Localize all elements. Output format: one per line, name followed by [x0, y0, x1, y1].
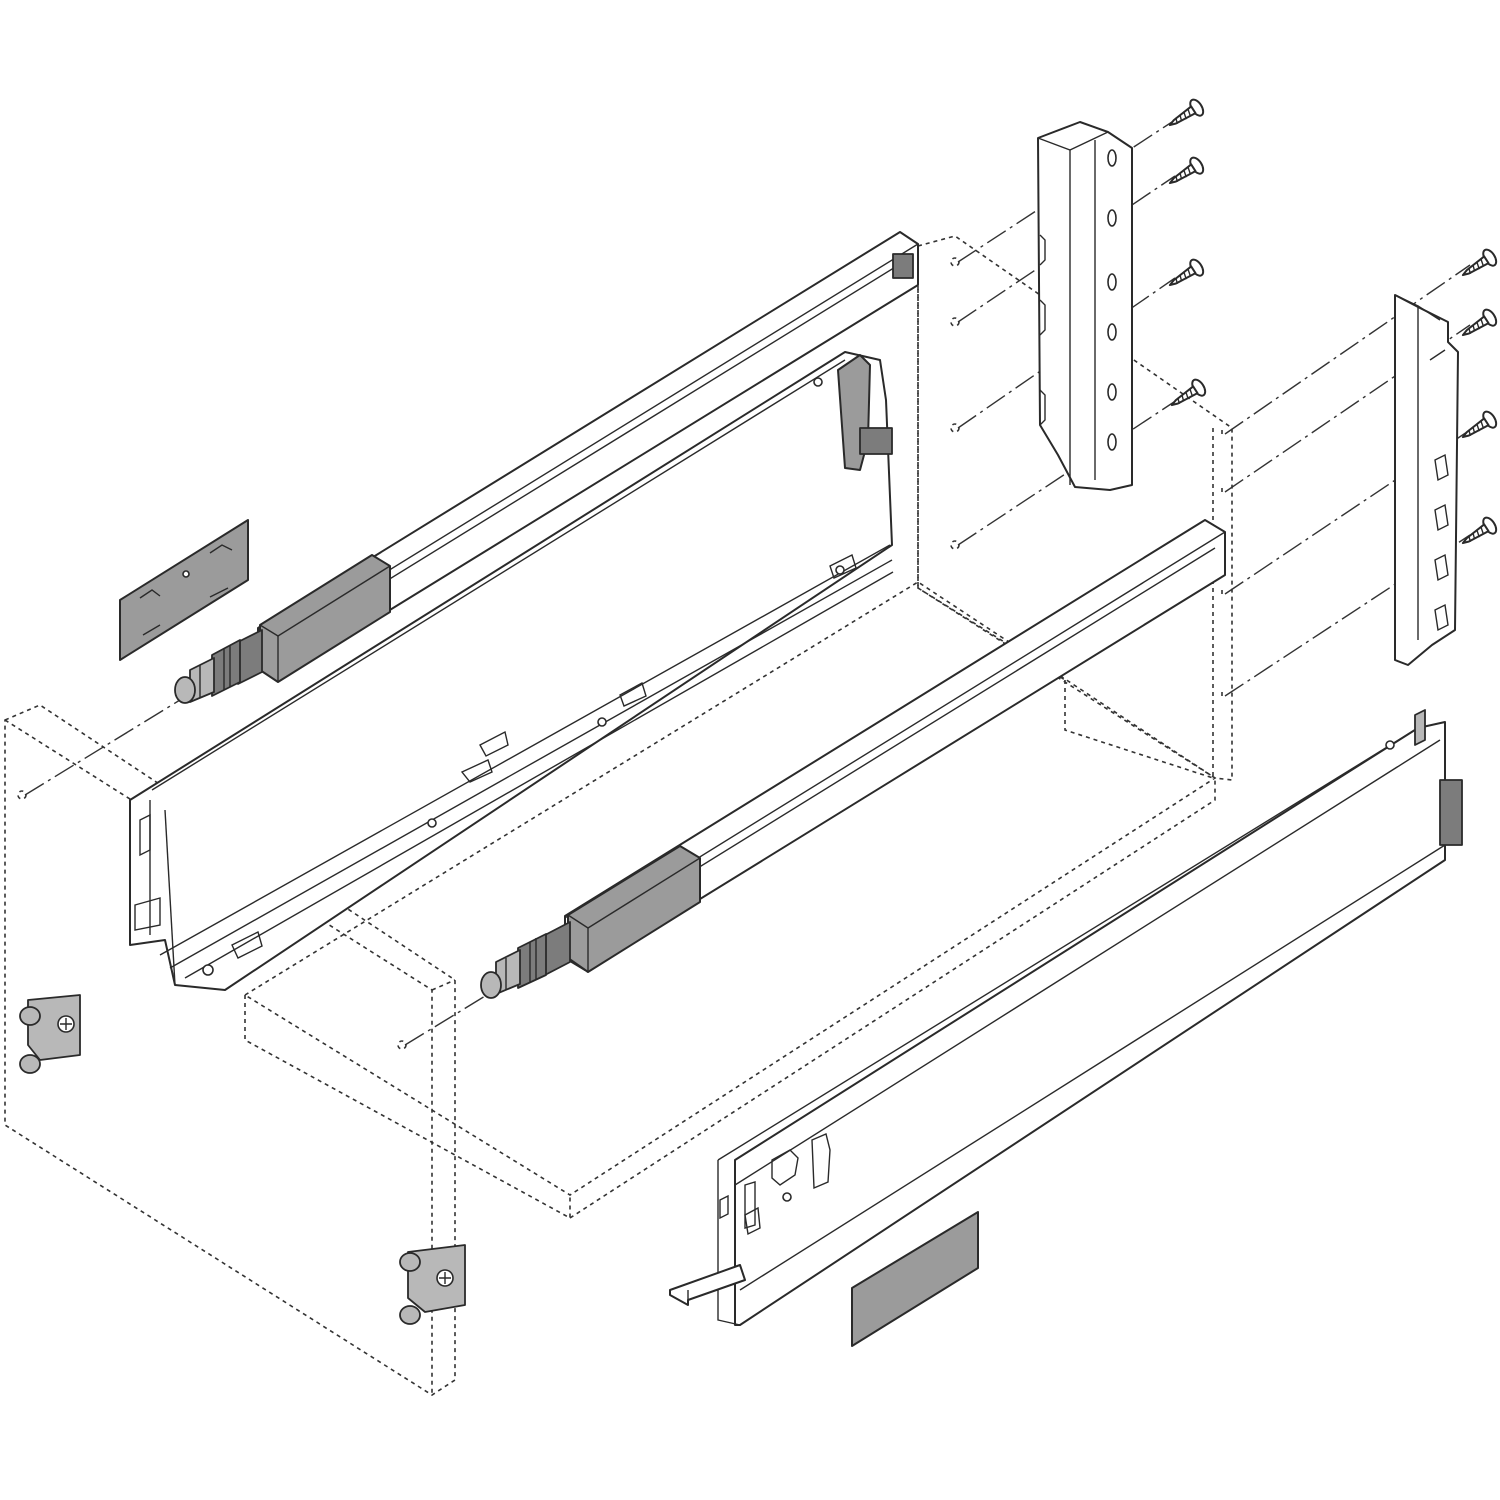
drawer-bottom-phantom: [243, 581, 1217, 1220]
right-drawer-side: [669, 709, 1463, 1326]
front-fixing-bracket-left: [19, 994, 81, 1074]
screw-icon: [1461, 516, 1498, 545]
rear-bracket-left: [1037, 121, 1133, 491]
rear-clip-left: [859, 427, 893, 455]
rear-clip-right: [1439, 779, 1463, 846]
runner-end-cap: [892, 253, 914, 279]
screw-icon: [1461, 308, 1498, 337]
screw-icon: [1168, 156, 1205, 185]
mounting-screws: [1168, 98, 1498, 545]
cover-cap-plate-right: [851, 1211, 979, 1347]
runner-coupling-2: [480, 921, 571, 999]
left-drawer-runner: [174, 231, 919, 704]
screw-icon: [1168, 258, 1205, 287]
screw-icon: [1461, 410, 1498, 439]
assembly-lines: [24, 119, 1471, 1046]
left-drawer-side: [129, 351, 894, 991]
runner-coupling: [174, 629, 263, 704]
rear-bracket-right: [1394, 294, 1459, 666]
screw-icon: [1461, 248, 1498, 277]
right-drawer-runner: [480, 519, 1226, 999]
cover-cap-plate-left: [119, 519, 249, 661]
screw-icon: [1168, 98, 1205, 127]
front-fixing-bracket-right: [399, 1244, 466, 1325]
screw-icon: [1170, 378, 1207, 407]
